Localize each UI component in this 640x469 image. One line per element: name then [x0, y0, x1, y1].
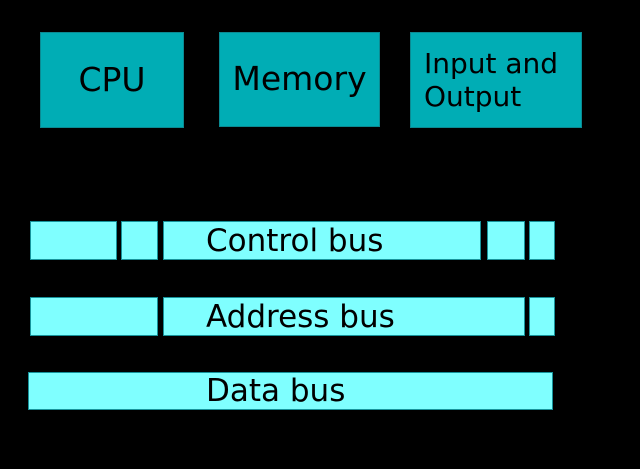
control-bus-segment — [529, 221, 555, 260]
address-bus-main-segment: Address bus — [163, 297, 525, 336]
input-output-label-line1: Input and — [424, 47, 559, 80]
cpu-box: CPU — [40, 32, 184, 128]
control-bus: Control bus — [0, 221, 640, 260]
memory-label: Memory — [232, 59, 367, 99]
data-bus-label: Data bus — [206, 373, 346, 409]
data-bus: Data bus — [0, 372, 640, 410]
control-bus-main-segment: Control bus — [163, 221, 481, 260]
cpu-label: CPU — [78, 59, 146, 99]
memory-box: Memory — [219, 32, 380, 127]
control-bus-segment — [487, 221, 525, 260]
input-output-box: Input and Output — [410, 32, 582, 128]
control-bus-segment — [30, 221, 117, 260]
address-bus: Address bus — [0, 297, 640, 336]
data-bus-main-segment: Data bus — [28, 372, 553, 410]
address-bus-label: Address bus — [206, 298, 395, 335]
control-bus-segment — [121, 221, 158, 260]
address-bus-segment — [529, 297, 555, 336]
input-output-label-line2: Output — [424, 80, 522, 113]
control-bus-label: Control bus — [206, 222, 384, 259]
input-output-label: Input and Output — [411, 47, 558, 113]
address-bus-segment — [30, 297, 158, 336]
